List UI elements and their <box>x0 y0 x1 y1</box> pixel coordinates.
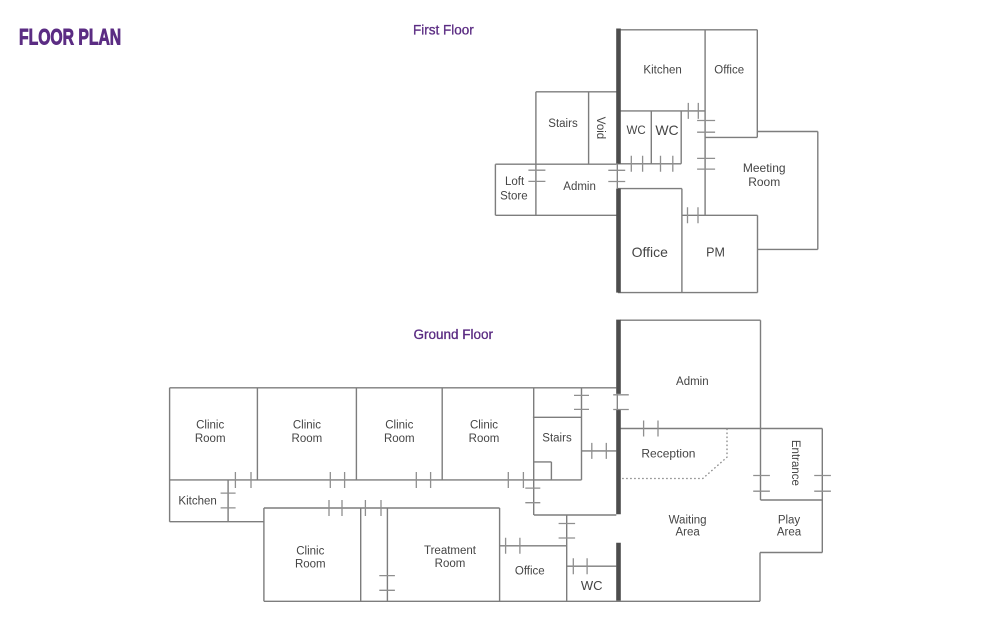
svg-text:WC: WC <box>627 125 646 137</box>
svg-text:Stairs: Stairs <box>548 118 578 130</box>
svg-text:Void: Void <box>594 117 606 139</box>
svg-text:Reception: Reception <box>641 447 695 461</box>
svg-text:Room: Room <box>195 433 226 445</box>
svg-text:Play: Play <box>778 515 801 527</box>
svg-text:Loft: Loft <box>505 176 525 188</box>
svg-text:Area: Area <box>777 526 802 538</box>
svg-text:Room: Room <box>292 433 323 445</box>
svg-text:Meeting: Meeting <box>743 161 786 175</box>
svg-text:First Floor: First Floor <box>413 23 474 38</box>
svg-text:Admin: Admin <box>563 181 596 193</box>
svg-text:Room: Room <box>435 558 466 570</box>
svg-text:Clinic: Clinic <box>196 420 224 432</box>
svg-text:Office: Office <box>515 566 545 578</box>
svg-text:Room: Room <box>469 433 500 445</box>
svg-text:Admin: Admin <box>676 376 709 388</box>
svg-text:Room: Room <box>748 175 780 189</box>
svg-text:Ground Floor: Ground Floor <box>414 327 494 342</box>
svg-text:WC: WC <box>655 122 678 138</box>
svg-text:Area: Area <box>675 526 700 538</box>
svg-text:Clinic: Clinic <box>470 420 498 432</box>
svg-text:Kitchen: Kitchen <box>643 64 681 76</box>
svg-text:Clinic: Clinic <box>293 420 321 432</box>
svg-text:Clinic: Clinic <box>385 420 413 432</box>
svg-text:FLOOR PLAN: FLOOR PLAN <box>19 26 121 50</box>
svg-text:Waiting: Waiting <box>669 515 707 527</box>
svg-text:PM: PM <box>706 245 725 259</box>
svg-text:Office: Office <box>632 244 669 260</box>
svg-text:Stairs: Stairs <box>542 432 572 444</box>
svg-text:Store: Store <box>500 191 528 203</box>
svg-text:Entrance: Entrance <box>789 440 801 486</box>
svg-text:Office: Office <box>714 64 744 76</box>
svg-text:Clinic: Clinic <box>296 545 324 557</box>
svg-text:WC: WC <box>581 578 603 593</box>
svg-text:Room: Room <box>295 558 326 570</box>
svg-text:Room: Room <box>384 433 415 445</box>
svg-text:Kitchen: Kitchen <box>178 496 216 508</box>
svg-text:Treatment: Treatment <box>424 545 477 557</box>
